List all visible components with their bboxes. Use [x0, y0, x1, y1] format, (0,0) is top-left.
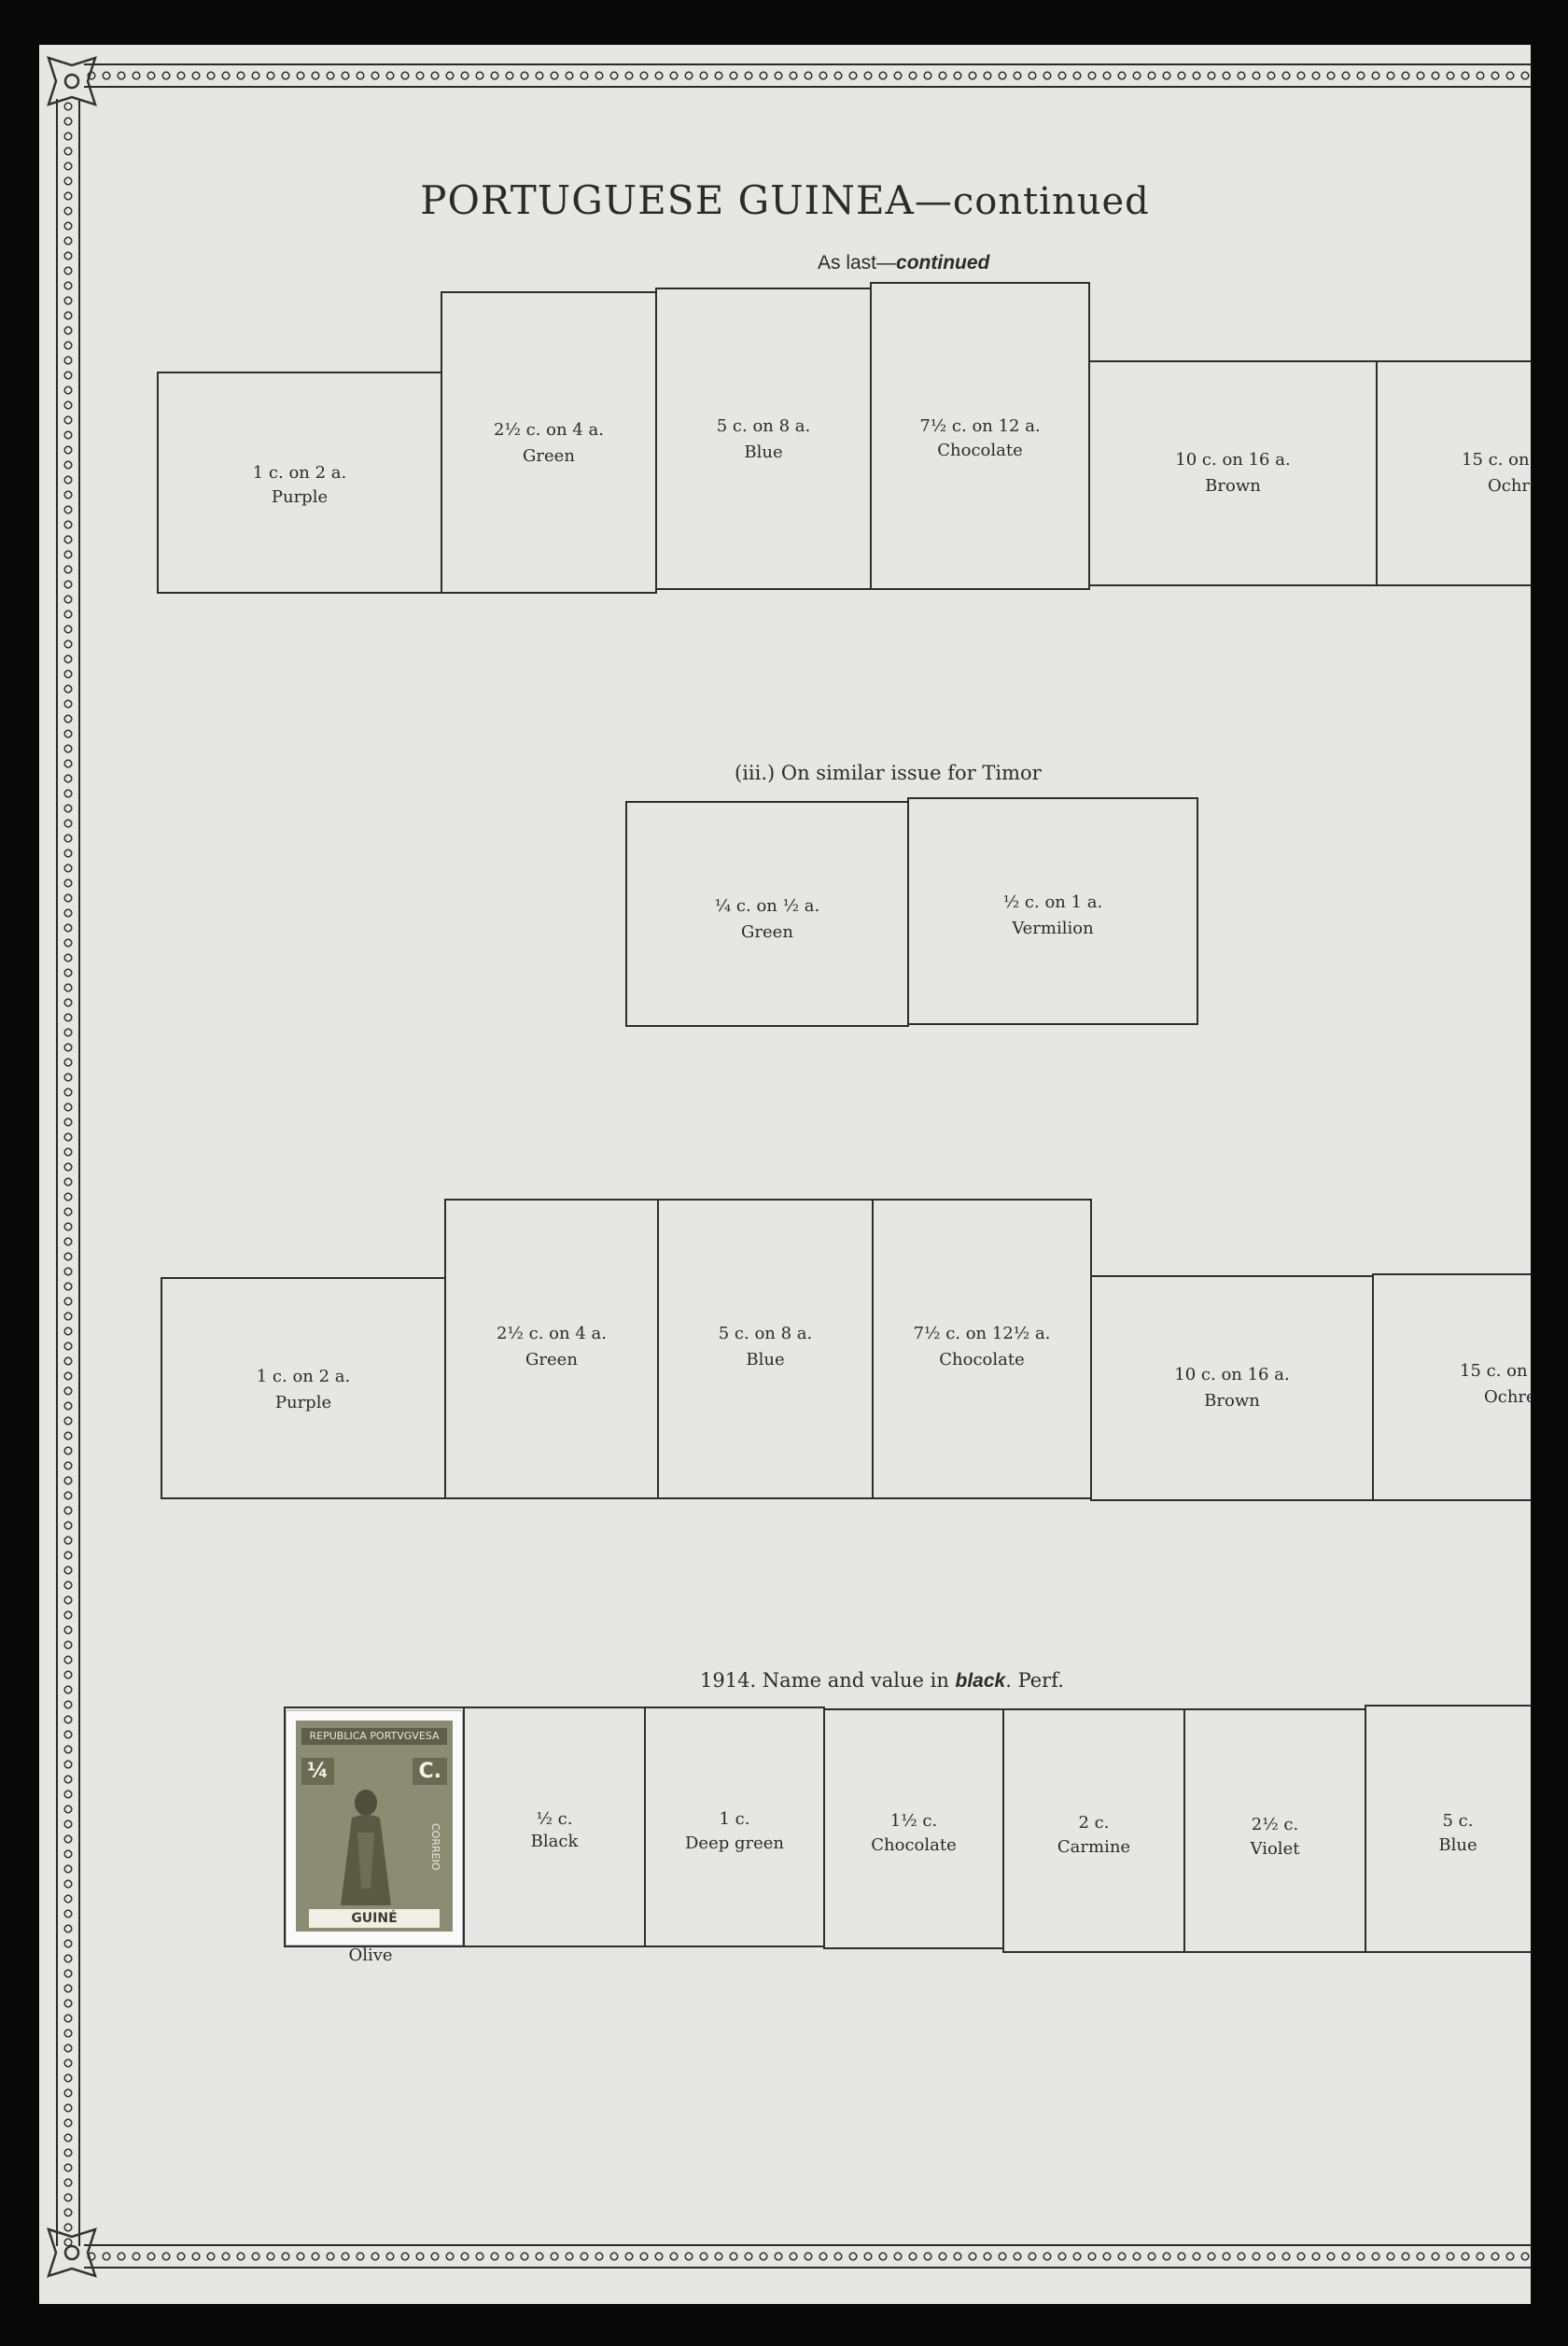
- title-country: PORTUGUESE GUINEA: [420, 177, 915, 223]
- stamp-color: Chocolate: [871, 1835, 957, 1855]
- stamp-color: Blue: [744, 443, 783, 462]
- stamp-value: 10 c. on 16 a.: [1174, 1365, 1290, 1384]
- stamp-space: 2½ c. Violet: [1183, 1708, 1366, 1953]
- stamp-color: Blue: [746, 1350, 785, 1370]
- stamp-value: 2½ c.: [1251, 1815, 1299, 1834]
- stamp-value: 2½ c. on 4 a.: [494, 420, 604, 440]
- stamp-country: GUINÉ: [309, 1909, 440, 1928]
- section4-heading-text: 1914. Name and value in: [700, 1669, 956, 1692]
- section1-heading-text: As last—: [818, 252, 897, 274]
- stamp-value: ½ c.: [536, 1809, 573, 1829]
- stamp-color: Chocolate: [939, 1350, 1025, 1370]
- stamp-value: 1 c. on 2 a.: [256, 1367, 351, 1386]
- section4-heading-italic: black: [955, 1670, 1006, 1692]
- stamp-space: 1½ c. Chocolate: [823, 1708, 1004, 1949]
- stamp-space: 15 c. on 2 Ochre: [1376, 360, 1531, 586]
- stamp-color: Chocolate: [937, 441, 1023, 460]
- stamp-space: 2½ c. on 4 a. Green: [444, 1199, 659, 1499]
- stamp-value: 15 c. on 2: [1462, 450, 1531, 470]
- stamp-value: 2 c.: [1078, 1813, 1110, 1833]
- stamp-value: 5 c. on 8 a.: [718, 1324, 813, 1343]
- stamp-space: ½ c. Black: [463, 1707, 646, 1947]
- stamp-color: Black: [530, 1832, 579, 1851]
- corner-ornament-top-icon: [47, 56, 97, 106]
- stamp-color: Purple: [274, 1393, 332, 1412]
- stamp-value: 7½ c. on 12½ a.: [913, 1324, 1051, 1343]
- stamp-value: ½ c. on 1 a.: [1002, 892, 1103, 912]
- ceres-figure-icon: [341, 1790, 391, 1905]
- title-continued: —continued: [914, 180, 1150, 223]
- section1-heading-italic: continued: [896, 252, 990, 274]
- left-border: [56, 99, 80, 2246]
- stamp-color: Green: [523, 446, 575, 466]
- stamp-color: Brown: [1204, 1391, 1260, 1411]
- stamp-value: 2½ c. on 4 a.: [497, 1324, 607, 1343]
- stamp-space: 1 c. on 2 a. Purple: [161, 1277, 446, 1499]
- section1-heading: As last—continued: [818, 252, 989, 274]
- album-page: PORTUGUESE GUINEA—continued As last—cont…: [39, 45, 1531, 2304]
- stamp-value: 7½ c. on 12 a.: [919, 416, 1041, 436]
- stamp-space: 2 c. Carmine: [1002, 1708, 1185, 1953]
- top-border: [84, 63, 1531, 88]
- bottom-border: [84, 2244, 1531, 2269]
- stamp-value: 15 c. on 2: [1460, 1361, 1531, 1381]
- stamp-color: Ochre: [1484, 1387, 1531, 1407]
- stamp-denomination: ¼: [301, 1758, 334, 1785]
- page-title: PORTUGUESE GUINEA—continued: [39, 177, 1531, 223]
- stamp-value: 5 c. on 8 a.: [716, 416, 811, 436]
- stamp-color: Brown: [1205, 476, 1261, 496]
- stamp-value: 5 c.: [1442, 1811, 1474, 1831]
- section2-heading: (iii.) On similar issue for Timor: [735, 762, 1042, 784]
- stamp-space: 1 c. on 2 a. Purple: [157, 372, 442, 594]
- stamp-value: 1 c. on 2 a.: [252, 463, 347, 483]
- stamp-space: 5 c. on 8 a. Blue: [655, 288, 872, 590]
- stamp-space: 5 c. on 8 a. Blue: [657, 1199, 874, 1499]
- stamp-space-mounted: [284, 1707, 504, 1947]
- stamp-value: 1½ c.: [889, 1811, 938, 1831]
- stamp-space: 2½ c. on 4 a. Green: [441, 291, 657, 594]
- stamp-image: REPUBLICA PORTVGVESA ¼ C. CORREIO GUINÉ: [296, 1721, 453, 1932]
- stamp-caption: Olive: [348, 1946, 393, 1965]
- corner-ornament-bottom-icon: [47, 2227, 97, 2278]
- mounted-stamp: REPUBLICA PORTVGVESA ¼ C. CORREIO GUINÉ: [286, 1710, 463, 1946]
- stamp-color: Deep green: [684, 1833, 784, 1853]
- stamp-value: 10 c. on 16 a.: [1175, 450, 1291, 470]
- stamp-color: Carmine: [1057, 1837, 1131, 1857]
- stamp-inscription: REPUBLICA PORTVGVESA: [301, 1728, 447, 1745]
- stamp-value: ¼ c. on ½ a.: [714, 896, 820, 916]
- stamp-space: ½ c. on 1 a. Vermilion: [907, 797, 1198, 1025]
- section4-heading-end: . Perf.: [1005, 1669, 1064, 1692]
- stamp-value: 1 c.: [719, 1809, 750, 1829]
- stamp-space: ¼ c. on ½ a. Green: [625, 801, 909, 1027]
- stamp-color: Violet: [1250, 1839, 1300, 1859]
- stamp-color: Blue: [1438, 1835, 1477, 1855]
- stamp-color: Purple: [271, 487, 329, 507]
- stamp-space: 7½ c. on 12½ a. Chocolate: [872, 1199, 1092, 1499]
- stamp-space: 10 c. on 16 a. Brown: [1088, 360, 1378, 586]
- stamp-space: 15 c. on 2 Ochre: [1372, 1273, 1531, 1501]
- stamp-unit: C.: [413, 1758, 447, 1785]
- stamp-space: 10 c. on 16 a. Brown: [1090, 1275, 1374, 1501]
- stamp-color: Green: [741, 922, 793, 942]
- stamp-space: 5 c. Blue: [1365, 1705, 1531, 1953]
- stamp-color: Ochre: [1488, 476, 1531, 496]
- stamp-color: Green: [525, 1350, 578, 1370]
- section4-heading: 1914. Name and value in black. Perf.: [700, 1669, 1064, 1693]
- stamp-space: 7½ c. on 12 a. Chocolate: [870, 282, 1090, 590]
- stamp-space: 1 c. Deep green: [644, 1707, 825, 1947]
- stamp-side-inscription: CORREIO: [429, 1823, 441, 1871]
- stamp-color: Vermilion: [1012, 919, 1094, 938]
